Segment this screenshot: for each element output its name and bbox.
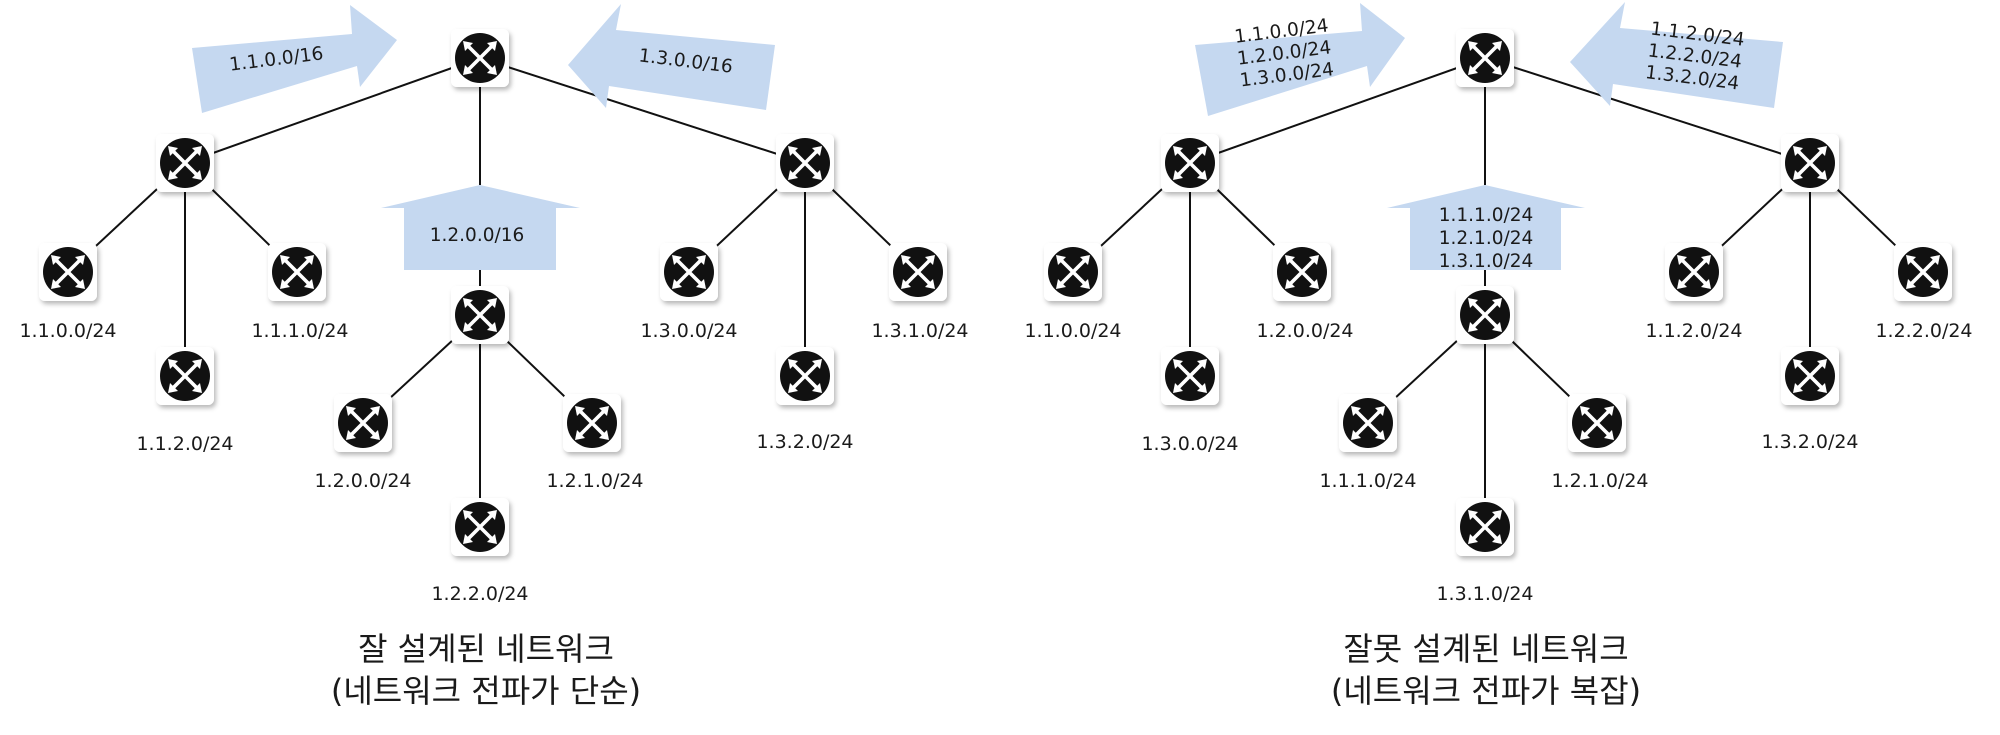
subnet-label: 1.1.0.0/24 bbox=[19, 320, 116, 342]
subnet-label: 1.2.0.0/24 bbox=[1256, 320, 1353, 342]
arrow-label-group: 1.1.2.0/24 1.2.2.0/24 1.3.2.0/24 bbox=[1644, 18, 1746, 94]
router-icon bbox=[1456, 29, 1514, 87]
subnet-label: 1.2.1.0/24 bbox=[1551, 470, 1648, 492]
router-icon bbox=[660, 243, 718, 301]
router-icon bbox=[563, 394, 621, 452]
router-icon bbox=[39, 243, 97, 301]
left-network: 1.1.0.0/16 1.3.0.0/16 1.2.0.0/16 1.1.0.0… bbox=[19, 4, 969, 710]
subnet-label: 1.3.0.0/24 bbox=[1141, 433, 1238, 455]
arrow-label: 1.2.0.0/16 bbox=[430, 225, 525, 246]
router-icon bbox=[451, 498, 509, 556]
route-advertisement-arrow-left bbox=[192, 5, 397, 113]
edge bbox=[184, 57, 481, 164]
router-icon bbox=[451, 286, 509, 344]
edge bbox=[479, 57, 806, 164]
diagram-caption: (네트워크 전파가 단순) bbox=[331, 672, 641, 710]
route-advertisement-arrow-left bbox=[1195, 3, 1405, 116]
router-icon bbox=[451, 29, 509, 87]
arrow-label: 1.1.1.0/24 bbox=[1439, 205, 1534, 226]
diagram-caption: (네트워크 전파가 복잡) bbox=[1331, 672, 1641, 710]
subnet-label: 1.2.2.0/24 bbox=[431, 583, 528, 605]
subnet-label: 1.2.0.0/24 bbox=[314, 470, 411, 492]
router-icon bbox=[1161, 134, 1219, 192]
arrow-label: 1.2.1.0/24 bbox=[1439, 228, 1534, 249]
router-icon bbox=[1665, 243, 1723, 301]
router-icon bbox=[889, 243, 947, 301]
right-network: 1.1.0.0/24 1.2.0.0/24 1.3.0.0/24 1.1.2.0… bbox=[1024, 2, 1973, 710]
router-icon bbox=[1339, 394, 1397, 452]
edge bbox=[1484, 57, 1811, 164]
subnet-label: 1.3.2.0/24 bbox=[756, 431, 853, 453]
arrow-label-group: 1.1.0.0/24 1.2.0.0/24 1.3.0.0/24 bbox=[1233, 15, 1335, 91]
subnet-label: 1.2.2.0/24 bbox=[1875, 320, 1972, 342]
router-icon bbox=[776, 347, 834, 405]
edge bbox=[1189, 57, 1486, 164]
subnet-label: 1.1.2.0/24 bbox=[1645, 320, 1742, 342]
router-icon bbox=[156, 134, 214, 192]
subnet-label: 1.1.2.0/24 bbox=[136, 433, 233, 455]
subnet-label: 1.3.1.0/24 bbox=[871, 320, 968, 342]
route-advertisement-arrow-right bbox=[1570, 2, 1783, 108]
subnet-label: 1.3.2.0/24 bbox=[1761, 431, 1858, 453]
route-advertisement-arrow-right bbox=[568, 4, 775, 110]
router-icon bbox=[1568, 394, 1626, 452]
diagram-caption: 잘못 설계된 네트워크 bbox=[1343, 630, 1628, 668]
route-advertisement-arrow-middle bbox=[381, 185, 580, 270]
router-icon bbox=[1894, 243, 1952, 301]
router-icon bbox=[1456, 498, 1514, 556]
router-icon bbox=[776, 134, 834, 192]
subnet-label: 1.1.1.0/24 bbox=[1319, 470, 1416, 492]
router-icon bbox=[1456, 286, 1514, 344]
router-icon bbox=[268, 243, 326, 301]
router-icon bbox=[334, 394, 392, 452]
subnet-label: 1.3.1.0/24 bbox=[1436, 583, 1533, 605]
router-icon bbox=[1781, 347, 1839, 405]
subnet-label: 1.1.1.0/24 bbox=[251, 320, 348, 342]
router-icon bbox=[1273, 243, 1331, 301]
diagram-caption: 잘 설계된 네트워크 bbox=[358, 630, 614, 668]
router-icon bbox=[156, 347, 214, 405]
router-icon bbox=[1044, 243, 1102, 301]
router-icon bbox=[1161, 347, 1219, 405]
subnet-label: 1.3.0.0/24 bbox=[640, 320, 737, 342]
route-advertisement-arrow-middle bbox=[1387, 185, 1585, 270]
arrow-label: 1.3.1.0/24 bbox=[1439, 251, 1534, 272]
router-icon bbox=[1781, 134, 1839, 192]
subnet-label: 1.2.1.0/24 bbox=[546, 470, 643, 492]
subnet-label: 1.1.0.0/24 bbox=[1024, 320, 1121, 342]
